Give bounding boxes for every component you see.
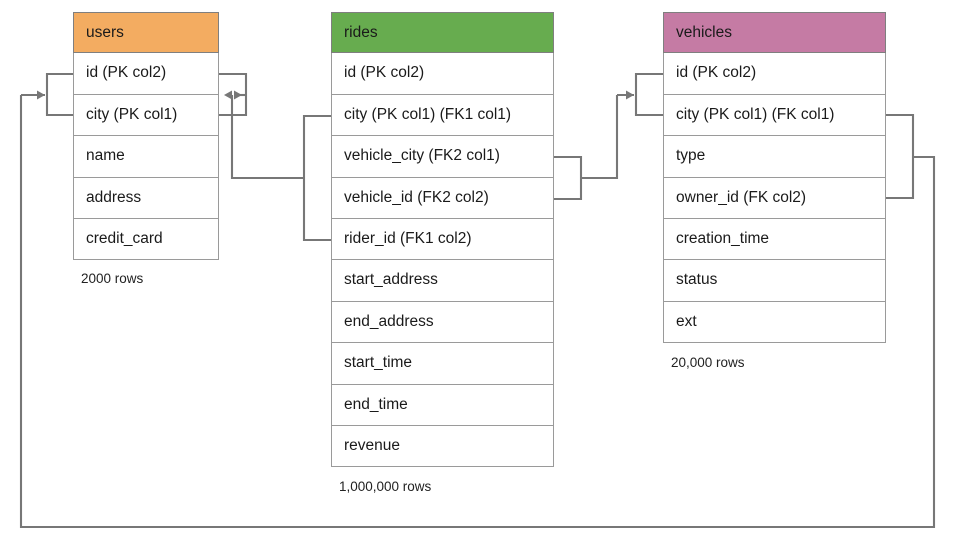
table-rides-column-vehicle-city[interactable]: vehicle_city (FK2 col1) [331, 136, 554, 178]
table-vehicles-column-type[interactable]: type [663, 136, 886, 178]
table-vehicles-column-ext[interactable]: ext [663, 301, 886, 344]
table-rides-column-end-time[interactable]: end_time [331, 384, 554, 426]
table-vehicles-column-id[interactable]: id (PK col2) [663, 53, 886, 95]
table-users-column-id[interactable]: id (PK col2) [73, 53, 219, 95]
table-users-column-city[interactable]: city (PK col1) [73, 94, 219, 137]
connector-fk2-rides-to-vehicles [554, 72, 663, 201]
table-rides[interactable]: rides id (PK col2) city (PK col1) (FK1 c… [331, 12, 554, 468]
table-rides-column-id[interactable]: id (PK col2) [331, 53, 554, 95]
table-vehicles-header: vehicles [663, 12, 886, 54]
table-users-column-credit-card[interactable]: credit_card [73, 218, 219, 261]
table-rides-column-vehicle-id[interactable]: vehicle_id (FK2 col2) [331, 177, 554, 219]
table-rides-column-city[interactable]: city (PK col1) (FK1 col1) [331, 94, 554, 137]
table-vehicles-column-city[interactable]: city (PK col1) (FK col1) [663, 94, 886, 137]
table-rides-column-revenue[interactable]: revenue [331, 425, 554, 468]
table-rides-column-end-address[interactable]: end_address [331, 301, 554, 344]
table-rides-header: rides [331, 12, 554, 54]
table-users-row-count: 2000 rows [81, 271, 144, 286]
connector-fk1-rides-to-users [219, 72, 331, 242]
table-rides-column-start-time[interactable]: start_time [331, 343, 554, 385]
table-rides-column-start-address[interactable]: start_address [331, 260, 554, 302]
table-users-column-address[interactable]: address [73, 177, 219, 219]
table-vehicles-column-creation-time[interactable]: creation_time [663, 218, 886, 261]
table-vehicles[interactable]: vehicles id (PK col2) city (PK col1) (FK… [663, 12, 886, 344]
table-vehicles-column-owner-id[interactable]: owner_id (FK col2) [663, 177, 886, 219]
table-rides-row-count: 1,000,000 rows [339, 479, 432, 494]
table-users-header: users [73, 12, 219, 54]
table-vehicles-row-count: 20,000 rows [671, 355, 745, 370]
table-vehicles-column-status[interactable]: status [663, 260, 886, 302]
table-rides-column-rider-id[interactable]: rider_id (FK1 col2) [331, 218, 554, 261]
table-users[interactable]: users id (PK col2) city (PK col1) name a… [73, 12, 219, 261]
table-users-column-name[interactable]: name [73, 136, 219, 178]
